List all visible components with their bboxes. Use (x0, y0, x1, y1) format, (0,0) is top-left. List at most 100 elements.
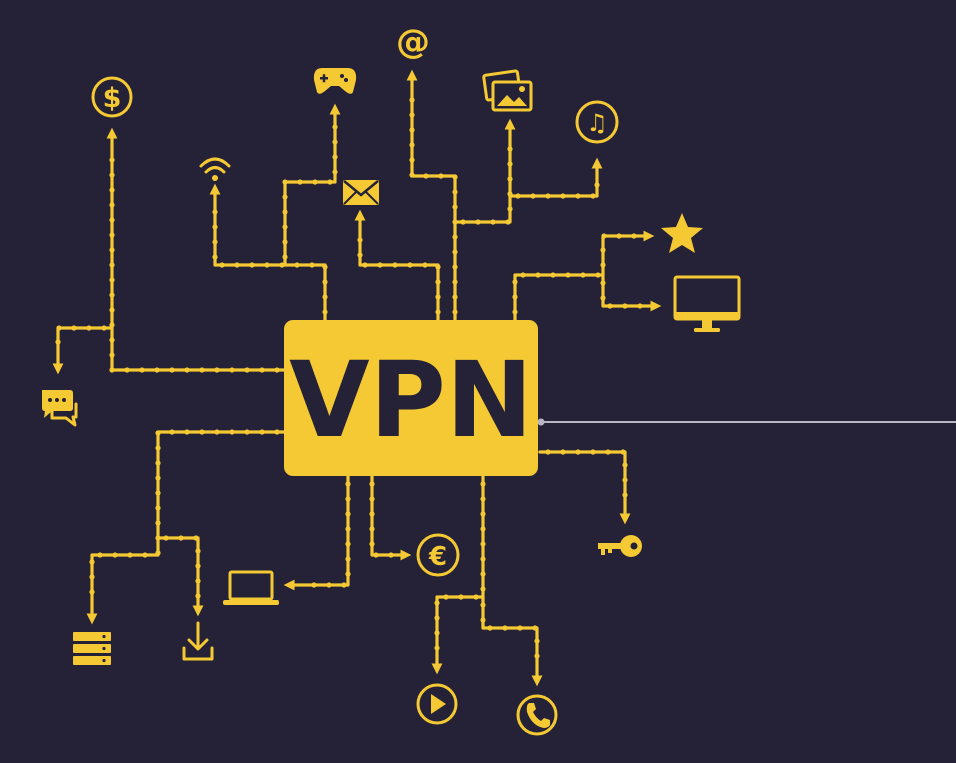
trace-dot (345, 541, 351, 547)
trace-dot (264, 262, 270, 268)
trace-dots (55, 97, 643, 659)
trace-dot (244, 429, 250, 435)
trace-dot (487, 625, 493, 631)
trace-dot (622, 477, 628, 483)
trace-dot (550, 272, 556, 278)
trace-dot (435, 309, 441, 315)
svg-text:@: @ (396, 22, 430, 62)
trace-dot (631, 233, 637, 239)
trace-dot (155, 460, 161, 466)
trace-dot (214, 429, 220, 435)
trace-dot (605, 449, 611, 455)
trace-dot (392, 262, 398, 268)
trace-dot (282, 209, 288, 215)
trace-dot (438, 173, 444, 179)
trace-phone (481, 595, 543, 687)
trace-dot (580, 272, 586, 278)
trace-dot (423, 173, 429, 179)
trace-dot (178, 535, 184, 541)
trace-dot (282, 179, 288, 185)
trace-dot (195, 548, 201, 554)
trace-dot (407, 262, 413, 268)
trace-dot (332, 124, 338, 130)
email-icon (343, 180, 379, 205)
download-icon (182, 621, 214, 661)
trace-dot (345, 571, 351, 577)
trace-dot (452, 174, 458, 180)
trace-dot (109, 337, 115, 343)
trace-dot (195, 563, 201, 569)
trace-dot (199, 429, 205, 435)
trace-dot (332, 169, 338, 175)
trace-dot (109, 292, 115, 298)
trace-key (538, 450, 631, 525)
trace-dot (575, 449, 581, 455)
phone-icon (516, 694, 558, 736)
euro-icon: € (416, 533, 460, 577)
trace-dot (545, 449, 551, 455)
trace-dot (155, 430, 161, 436)
trace-dot (520, 272, 526, 278)
wifi-icon (199, 157, 231, 181)
trace-dot (480, 541, 486, 547)
trace-dot (322, 294, 328, 300)
trace-dot (452, 279, 458, 285)
trace-dot (212, 239, 218, 245)
trace-dot (452, 189, 458, 195)
trace-dot (155, 520, 161, 526)
trace-dot (409, 97, 415, 103)
trace-dot (435, 294, 441, 300)
trace-dot (435, 279, 441, 285)
trace-dot (169, 367, 175, 373)
trace-dot (345, 511, 351, 517)
trace-dot (229, 429, 235, 435)
trace-dot (124, 367, 130, 373)
trace-dot (480, 496, 486, 502)
trace-dot (373, 552, 379, 558)
trace-dot (409, 157, 415, 163)
vpn-label: VPN (289, 339, 533, 461)
trace-photos (453, 118, 516, 224)
trace-dot (55, 339, 61, 345)
trace-dot (345, 526, 351, 532)
server-icon (73, 632, 111, 665)
music-icon: ♫ (575, 100, 619, 144)
trace-dot (600, 247, 606, 253)
trace-dot (229, 367, 235, 373)
trace-dot (249, 262, 255, 268)
trace-dot (512, 309, 518, 315)
trace-dot (212, 224, 218, 230)
trace-dot (595, 272, 601, 278)
trace-dot (480, 481, 486, 487)
trace-dot (184, 367, 190, 373)
trace-dot (480, 617, 486, 623)
trace-dot (480, 571, 486, 577)
trace-dot (109, 307, 115, 313)
trace-dot (112, 552, 118, 558)
trace-euro (370, 474, 412, 561)
key-icon (598, 535, 642, 557)
trace-dot (534, 638, 540, 644)
trace-dot (297, 179, 303, 185)
trace-dot (259, 367, 265, 373)
trace-dot (234, 262, 240, 268)
trace-dot (369, 511, 375, 517)
trace-wifi (209, 183, 327, 322)
trace-dot (309, 262, 315, 268)
trace-dot (327, 179, 333, 185)
trace-dot (590, 449, 596, 455)
trace-dot (507, 206, 513, 212)
trace-dot (259, 429, 265, 435)
monitor-icon (673, 275, 741, 332)
trace-dot (600, 295, 606, 301)
trace-dot (512, 294, 518, 300)
trace-dot (71, 325, 77, 331)
trace-dot (480, 526, 486, 532)
trace-dot (109, 217, 115, 223)
trace-dot (460, 219, 466, 225)
photos-icon (482, 69, 533, 112)
trace-dot (282, 239, 288, 245)
trace-dot (155, 445, 161, 451)
trace-dot (193, 535, 199, 541)
trace-dot (109, 202, 115, 208)
